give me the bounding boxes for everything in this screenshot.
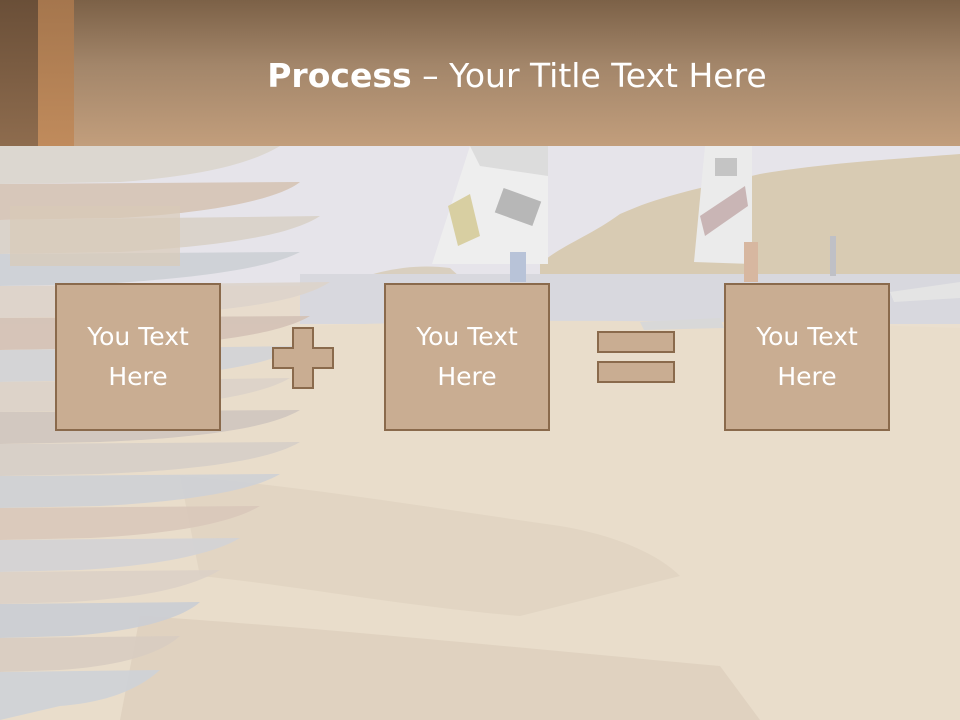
title-bold: Process xyxy=(267,56,412,95)
title-accent-dark xyxy=(0,0,38,146)
process-box-2-text: You Text Here xyxy=(416,322,518,391)
process-box-1-text: You Text Here xyxy=(87,322,189,391)
equals-icon xyxy=(597,331,675,383)
slide-title[interactable]: Process – Your Title Text Here xyxy=(74,54,960,98)
plus-icon xyxy=(272,327,334,389)
process-box-2[interactable]: You Text Here xyxy=(384,283,550,431)
process-box-1[interactable]: You Text Here xyxy=(55,283,221,431)
title-accent-light xyxy=(38,0,74,146)
process-box-3-text: You Text Here xyxy=(756,322,858,391)
process-box-3[interactable]: You Text Here xyxy=(724,283,890,431)
background-photo xyxy=(0,146,960,720)
title-rest: – Your Title Text Here xyxy=(411,56,767,95)
title-band: Process – Your Title Text Here xyxy=(0,0,960,146)
